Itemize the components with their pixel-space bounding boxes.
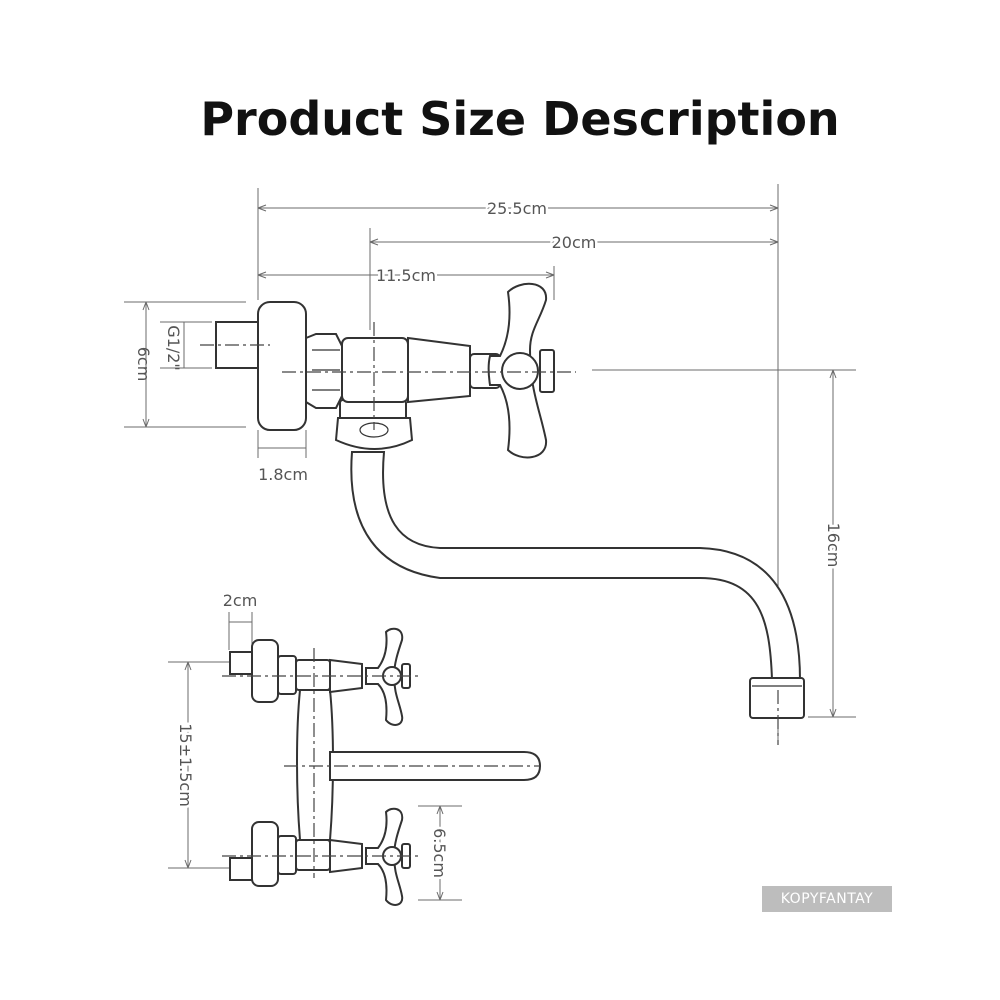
dim-thread-size: G1/2" bbox=[164, 325, 183, 371]
dim-handle-offset: 11.5cm bbox=[376, 266, 436, 285]
dimension-lines-top bbox=[257, 184, 779, 745]
dimension-lines-right bbox=[592, 369, 856, 718]
faucet-side-view bbox=[200, 282, 805, 745]
brand-watermark: KOPYFANTAY bbox=[762, 886, 892, 912]
dim-lower-offset: 6.5cm bbox=[430, 828, 449, 878]
dimension-lines-left bbox=[124, 301, 307, 458]
dim-inlet-spacing: 15±1.5cm bbox=[176, 723, 195, 807]
dim-overall-length: 25.5cm bbox=[487, 199, 547, 218]
dim-connector-length: 2cm bbox=[223, 591, 258, 610]
faucet-front-view bbox=[168, 612, 542, 906]
dim-flange-thickness: 1.8cm bbox=[258, 465, 308, 484]
dim-spout-height: 16cm bbox=[824, 523, 843, 568]
dim-flange-height: 6cm bbox=[134, 347, 153, 382]
page-title: Product Size Description bbox=[200, 92, 840, 146]
dim-spout-reach: 20cm bbox=[552, 233, 597, 252]
